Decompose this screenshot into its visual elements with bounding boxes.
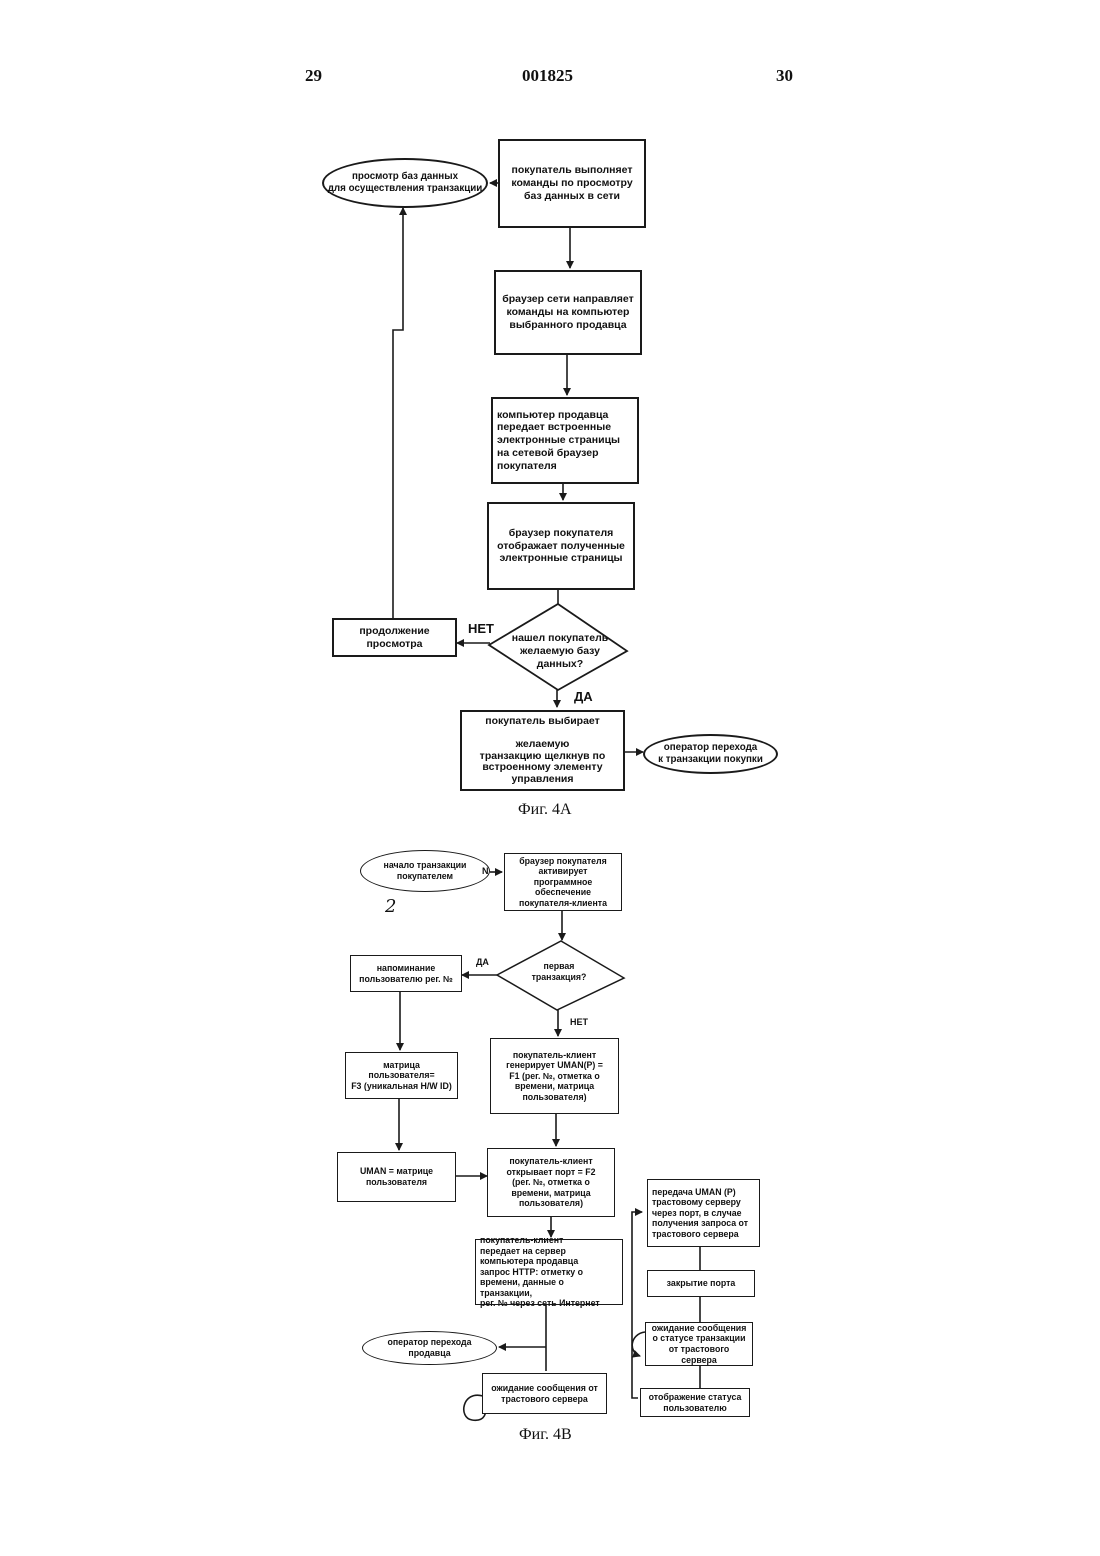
wait-trust-server-box: ожидание сообщения от трастового сервера — [482, 1373, 607, 1414]
no-label: НЕТ — [468, 621, 494, 636]
yes-label: ДА — [574, 689, 593, 704]
figure-4a-caption: Фиг. 4А — [518, 801, 572, 819]
wait-status-box: ожидание сообщения о статусе транзакции … — [645, 1322, 753, 1366]
client-generates-uman-box: покупатель-клиент генерирует UMAN(P) = F… — [490, 1038, 619, 1114]
figure-4b-caption: Фиг. 4В — [519, 1426, 572, 1444]
seller-sends-pages-box: компьютер продавца передает встроенные э… — [491, 397, 639, 484]
close-port-box: закрытие порта — [647, 1270, 755, 1297]
client-opens-port-box: покупатель-клиент открывает порт = F2 (р… — [487, 1148, 615, 1217]
decision-found-db-text: нашел покупатель желаемую базу данных? — [505, 632, 615, 670]
user-matrix-box: матрица пользователя= F3 (уникальная H/W… — [345, 1052, 458, 1099]
buyer-commands-box: покупатель выполняет команды по просмотр… — [498, 139, 646, 228]
buyer-selects-transaction-box: покупатель выбирает желаемую транзакцию … — [460, 710, 625, 791]
handwritten-note: 2 — [385, 896, 396, 917]
purchase-transition-oval: оператор перехода к транзакции покупки — [643, 734, 778, 774]
show-status-box: отображение статуса пользователю — [640, 1388, 750, 1417]
start-mark: N — [482, 866, 489, 876]
transaction-start-oval: начало транзакции покупателем — [360, 850, 490, 892]
browser-sends-commands-box: браузер сети направляет команды на компь… — [494, 270, 642, 355]
first-no-label: НЕТ — [570, 1017, 588, 1027]
browser-activates-client-box: браузер покупателя активирует программно… — [504, 853, 622, 911]
uman-matrix-box: UMAN = матрице пользователя — [337, 1152, 456, 1202]
reminder-box: напоминание пользователю рег. № — [350, 955, 462, 992]
client-sends-http-request-box: покупатель-клиент передает на сервер ком… — [475, 1239, 623, 1305]
transfer-uman-box: передача UMAN (P) трастовому серверу чер… — [647, 1179, 760, 1247]
seller-transition-oval: оператор перехода продавца — [362, 1331, 497, 1365]
continue-browsing-box: продолжение просмотра — [332, 618, 457, 657]
first-yes-label: ДА — [476, 957, 489, 967]
decision-first-transaction-text: первая транзакция? — [522, 961, 596, 982]
start-browse-oval: просмотр баз данных для осуществления тр… — [322, 158, 488, 208]
browser-displays-pages-box: браузер покупателя отображает полученные… — [487, 502, 635, 590]
